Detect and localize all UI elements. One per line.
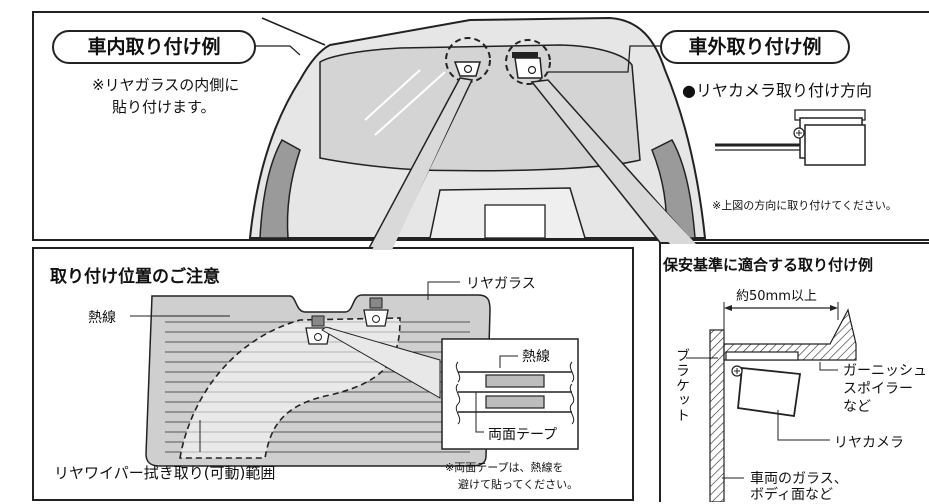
- heat-wire-label: 熱線: [88, 310, 116, 326]
- car-rear-illustration: [248, 16, 707, 239]
- exterior-note: ※上図の方向に取り付けてください。: [712, 199, 897, 212]
- caution-title: 取り付け位置のご注意: [50, 267, 220, 287]
- exterior-title: 車外取り付け例: [688, 36, 822, 58]
- inset-box: [441, 338, 579, 450]
- garnish-spoiler: [723, 308, 857, 361]
- glass-camera-icons: [305, 297, 389, 345]
- glass-line1: 車両のガラス、: [750, 471, 848, 487]
- rear-glass-drawing: [145, 294, 491, 467]
- exterior-title-pill: 車外取り付け例: [660, 30, 850, 64]
- rear-camera-body: [737, 367, 802, 418]
- exterior-camera-icon: [512, 52, 543, 79]
- camera-direction-illustration: [715, 109, 866, 166]
- rear-camera-label: リヤカメラ: [834, 435, 904, 451]
- interior-note-line2: 貼り付けます。: [112, 98, 216, 116]
- dimension-label: 約50mm以上: [736, 289, 817, 304]
- interior-title-pill: 車内取り付け例: [52, 30, 256, 64]
- garnish-line2: スポイラー: [843, 381, 913, 397]
- interior-camera-icon: [453, 61, 481, 77]
- inset-heat-wire-label: 熱線: [522, 349, 550, 365]
- exterior-direction: ●リヤカメラ取り付け方向: [682, 81, 872, 100]
- standard-title: 保安基準に適合する取り付け例: [663, 256, 874, 274]
- interior-title: 車内取り付け例: [87, 36, 221, 58]
- tape-note-line1: ※両面テープは、熱線を: [445, 461, 564, 474]
- bracket-label: ブラケット: [674, 348, 690, 423]
- inset-tape-diagram: [455, 355, 575, 433]
- wiper-area-label: リヤワイパー拭き取り(可動)範囲: [54, 464, 276, 482]
- rear-glass-label: リヤガラス: [466, 276, 536, 292]
- standard-panel-frame: [659, 242, 929, 502]
- glass-line2: ボディ面など: [750, 487, 834, 503]
- double-tape-label: 両面テープ: [488, 427, 558, 443]
- vehicle-glass-surface: [709, 329, 725, 502]
- exterior-camera-highlight: [505, 39, 551, 85]
- tape-note-line2: 避けて貼ってください。: [458, 478, 579, 491]
- garnish-line1: ガーニッシュ: [843, 363, 927, 379]
- standard-mount-drawing: [686, 302, 857, 502]
- interior-note-line1: ※リヤガラスの内側に: [92, 76, 240, 94]
- top-panel-frame: [32, 11, 929, 241]
- garnish-line3: など: [843, 399, 871, 415]
